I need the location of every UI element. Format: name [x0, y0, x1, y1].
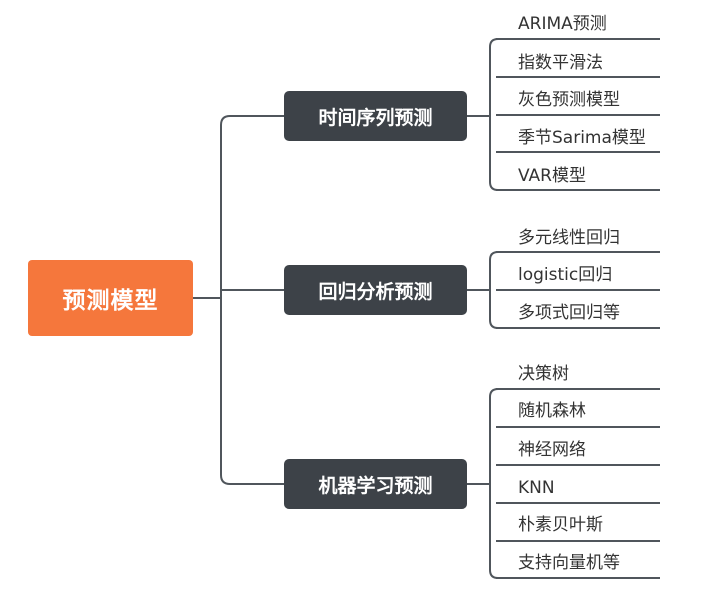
- leaf-node[interactable]: KNN: [518, 478, 555, 498]
- branch-label: 时间序列预测: [318, 106, 433, 129]
- branch-node-regression[interactable]: 回归分析预测: [284, 265, 467, 315]
- branch-label: 回归分析预测: [318, 280, 433, 303]
- branch-label: 机器学习预测: [318, 474, 433, 497]
- leaf-spine: [489, 251, 499, 329]
- leaf-node[interactable]: logistic回归: [518, 265, 613, 285]
- leaf-spine: [489, 38, 499, 191]
- leaf-node[interactable]: VAR模型: [518, 166, 586, 186]
- branch-node-time-series[interactable]: 时间序列预测: [284, 91, 467, 141]
- leaf-node[interactable]: 多项式回归等: [518, 303, 620, 323]
- leaf-spine: [489, 388, 499, 579]
- trunk-connector: [220, 115, 231, 485]
- leaf-node[interactable]: 决策树: [518, 364, 569, 384]
- root-node[interactable]: 预测模型: [28, 260, 193, 336]
- leaf-node[interactable]: 多元线性回归: [518, 228, 620, 248]
- leaf-node[interactable]: 季节Sarima模型: [518, 128, 646, 148]
- leaf-node[interactable]: ARIMA预测: [518, 14, 607, 34]
- leaf-node[interactable]: 支持向量机等: [518, 553, 620, 573]
- branch-node-machine-learning[interactable]: 机器学习预测: [284, 459, 467, 509]
- leaf-node[interactable]: 随机森林: [518, 401, 586, 421]
- leaf-node[interactable]: 神经网络: [518, 440, 586, 460]
- leaf-node[interactable]: 指数平滑法: [518, 53, 603, 73]
- root-label: 预测模型: [62, 288, 159, 314]
- leaf-node[interactable]: 灰色预测模型: [518, 90, 620, 110]
- leaf-node[interactable]: 朴素贝叶斯: [518, 515, 603, 535]
